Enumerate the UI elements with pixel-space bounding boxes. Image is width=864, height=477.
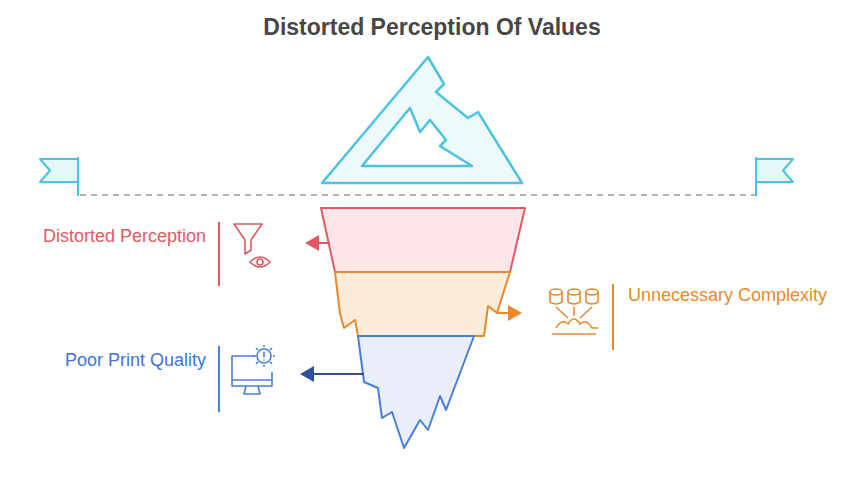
- orange-band: [335, 272, 510, 336]
- pink-band: [321, 208, 525, 272]
- accent-bar: [218, 346, 220, 412]
- flag-left: [40, 157, 78, 196]
- leader-arrow: [497, 312, 520, 314]
- waterline: [80, 194, 755, 196]
- monitor-icon: [232, 345, 275, 394]
- blue-band: [358, 336, 474, 448]
- diagram-title: Distorted Perception Of Values: [0, 14, 864, 42]
- accent-bar: [612, 284, 614, 350]
- flag-right: [756, 157, 793, 196]
- leader-arrow: [307, 242, 330, 244]
- leader-arrow: [302, 373, 364, 375]
- iceberg-tip: [322, 57, 522, 183]
- funnel-eye-icon: [234, 224, 270, 267]
- callout-label: Poor Print Quality: [65, 350, 206, 372]
- callout-label: Distorted Perception: [43, 226, 206, 248]
- callout-label: Unnecessary Complexity: [628, 285, 827, 307]
- database-icon: [550, 289, 598, 334]
- accent-bar: [218, 222, 220, 286]
